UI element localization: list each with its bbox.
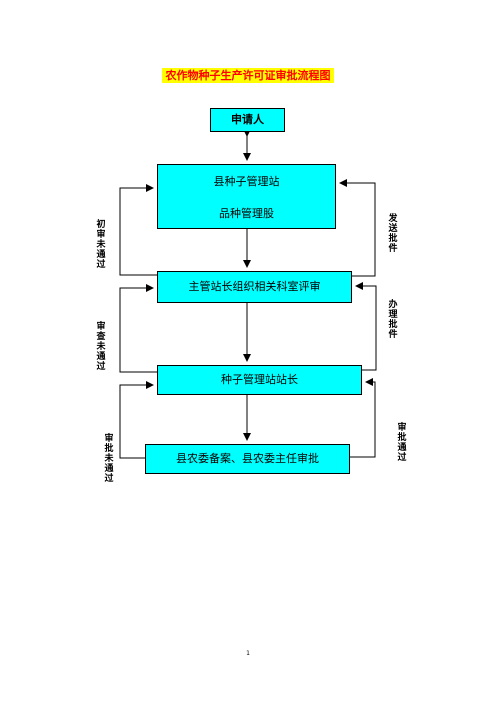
node-director: 种子管理站站长	[157, 365, 362, 395]
label-send-approval: 发送批件	[388, 214, 398, 254]
loop-review-failed	[119, 284, 157, 373]
loop-initial-review-failed	[119, 184, 157, 276]
loop-send-approval	[339, 179, 376, 277]
node-applicant-label: 申请人	[231, 113, 264, 126]
label-review-failed: 审查未通过	[96, 322, 106, 372]
node-county-station: 县种子管理站 品种管理股	[157, 164, 336, 229]
node-county-station-label: 县种子管理站	[213, 175, 280, 188]
node-applicant: 申请人	[210, 108, 285, 132]
node-committee-label: 县农委备案、县农委主任审批	[176, 452, 319, 465]
label-initial-review-failed: 初审未通过	[96, 220, 106, 270]
loop-approval-failed	[119, 381, 154, 459]
node-review: 主管站长组织相关科室评审	[157, 271, 352, 303]
label-approval-passed: 审批通过	[397, 423, 407, 463]
label-process-approval: 办理批件	[388, 300, 398, 340]
node-review-label: 主管站长组织相关科室评审	[188, 280, 321, 293]
loop-approval-passed	[350, 378, 376, 458]
node-committee: 县农委备案、县农委主任审批	[145, 444, 350, 474]
node-variety-dept-label: 品种管理股	[219, 207, 274, 220]
page-number: 1	[246, 650, 250, 657]
loop-process-approval	[355, 282, 377, 371]
node-director-label: 种子管理站站长	[221, 373, 298, 386]
diagram-title: 农作物种子生产许可证审批流程图	[162, 68, 334, 83]
label-approval-failed: 审批未通过	[104, 434, 114, 484]
